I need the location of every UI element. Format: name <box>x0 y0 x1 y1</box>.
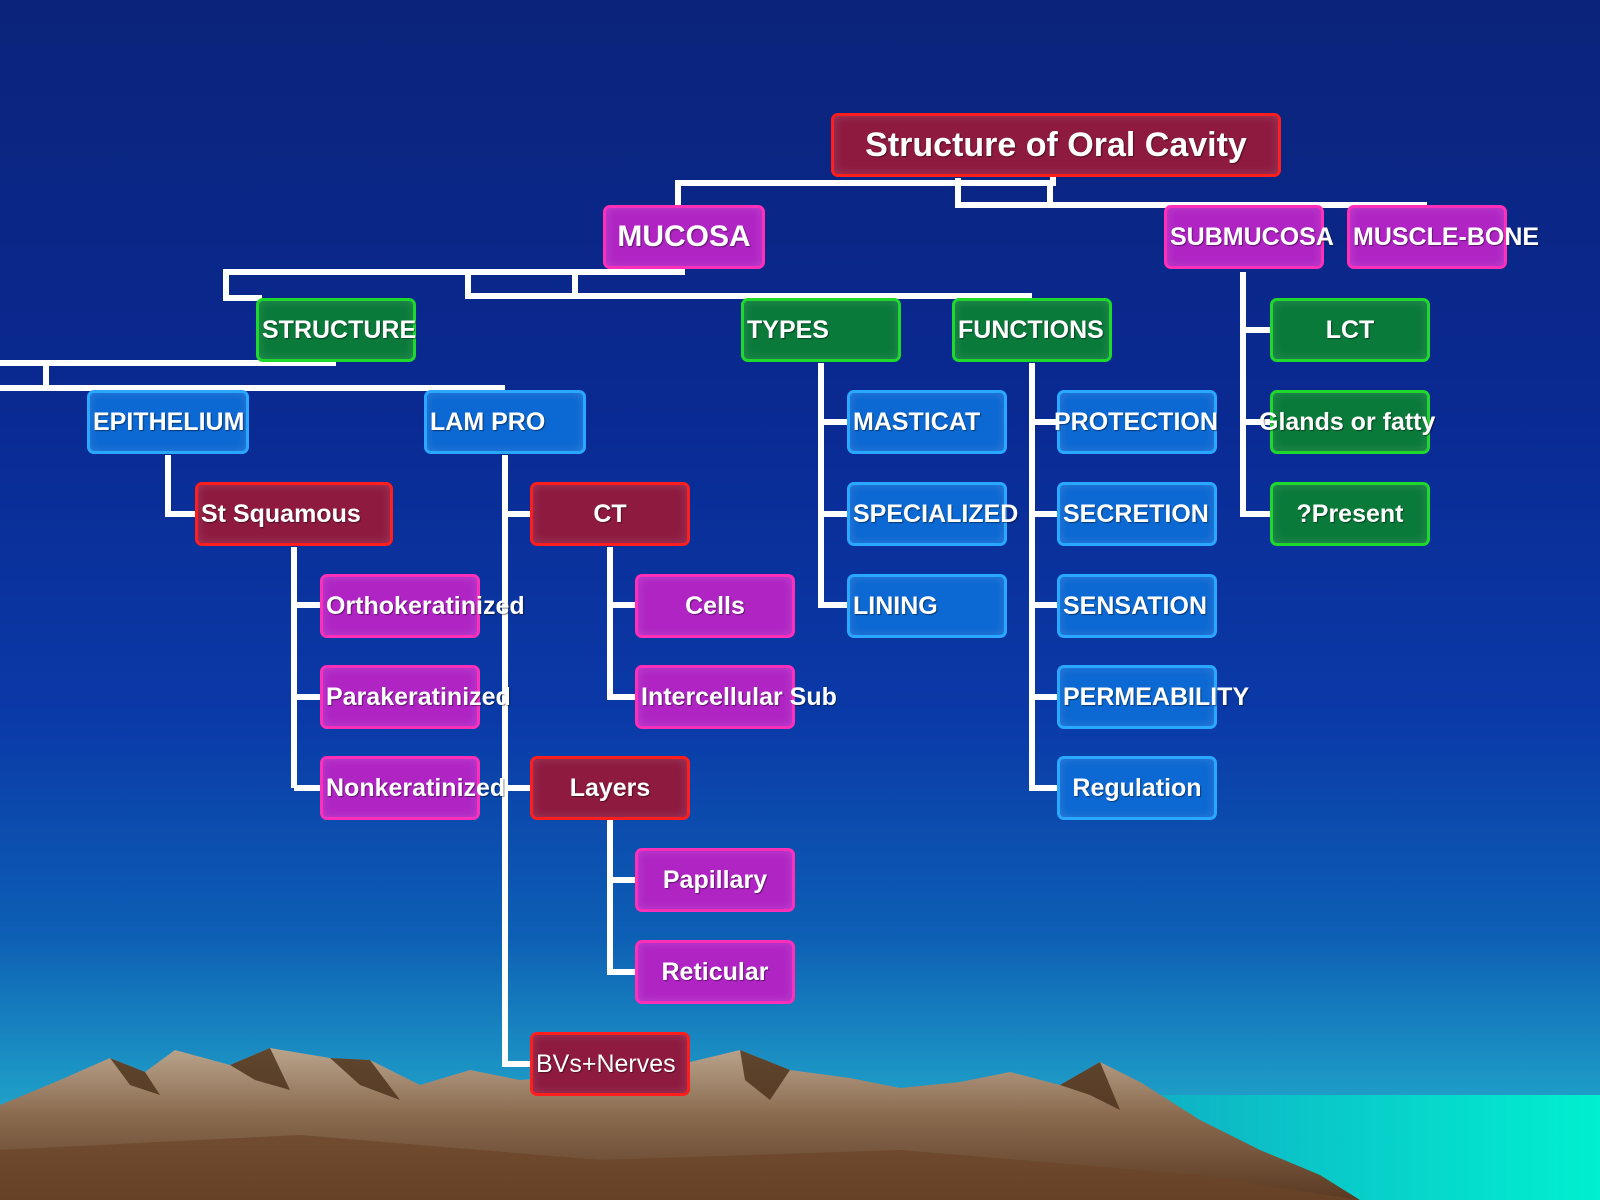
node-nonkeratinized: Nonkeratinized <box>320 756 505 820</box>
node-papillary: Papillary <box>635 848 795 912</box>
node-protection: PROTECTION <box>1054 390 1218 454</box>
node-regulation: Regulation <box>1057 756 1217 820</box>
node-epithelium: EPITHELIUM <box>87 390 249 454</box>
node-structure: STRUCTURE <box>256 298 416 362</box>
node-layers: Layers <box>530 756 690 820</box>
node-lining: LINING <box>847 574 1007 638</box>
node-glands-label: Glands or fatty <box>1259 407 1436 436</box>
node-present: ?Present <box>1270 482 1430 546</box>
node-masticat: MASTICAT <box>847 390 1007 454</box>
node-glands: Glands or fatty <box>1259 390 1435 454</box>
node-bvs-nerves: BVs+Nerves <box>530 1032 690 1096</box>
node-types: TYPES <box>741 298 901 362</box>
node-sensation-label: SENSATION <box>1063 591 1207 620</box>
node-lam-pro: LAM PRO <box>424 390 586 454</box>
node-mucosa-label: MUCOSA <box>617 220 751 253</box>
node-protection-label: PROTECTION <box>1054 407 1218 436</box>
node-parakeratinized-label: Parakeratinized <box>326 682 511 711</box>
node-cells-label: Cells <box>685 591 745 620</box>
node-epithelium-label: EPITHELIUM <box>93 407 245 436</box>
node-mucosa: MUCOSA <box>603 205 765 269</box>
node-permeability-label: PERMEABILITY <box>1063 682 1250 711</box>
node-ct-label: CT <box>593 499 627 528</box>
title-text: Structure of Oral Cavity <box>865 125 1247 164</box>
node-reticular-label: Reticular <box>661 957 769 986</box>
node-submucosa-label: SUBMUCOSA <box>1170 222 1334 251</box>
node-nonkeratinized-label: Nonkeratinized <box>326 773 506 802</box>
node-parakeratinized: Parakeratinized <box>320 665 511 729</box>
node-structure-label: STRUCTURE <box>262 315 417 344</box>
node-lct: LCT <box>1270 298 1430 362</box>
node-papillary-label: Papillary <box>662 865 768 894</box>
node-cells: Cells <box>635 574 795 638</box>
title-node: Structure of Oral Cavity <box>831 113 1281 177</box>
node-present-label: ?Present <box>1296 499 1404 528</box>
node-orthokeratinized: Orthokeratinized <box>320 574 525 638</box>
node-submucosa: SUBMUCOSA <box>1164 205 1334 269</box>
node-sensation: SENSATION <box>1057 574 1217 638</box>
node-secretion: SECRETION <box>1057 482 1217 546</box>
node-ct: CT <box>530 482 690 546</box>
node-layers-label: Layers <box>569 773 651 802</box>
node-orthokeratinized-label: Orthokeratinized <box>326 591 525 620</box>
node-lam-pro-label: LAM PRO <box>430 407 546 436</box>
node-st-squamous: St Squamous <box>195 482 393 546</box>
node-muscle-bone-label: MUSCLE-BONE <box>1353 222 1540 251</box>
node-muscle-bone: MUSCLE-BONE <box>1347 205 1539 269</box>
node-masticat-label: MASTICAT <box>853 407 981 436</box>
node-types-label: TYPES <box>747 315 829 344</box>
node-secretion-label: SECRETION <box>1063 499 1209 528</box>
node-intercellular-sub-label: Intercellular Sub <box>641 682 837 711</box>
node-permeability: PERMEABILITY <box>1057 665 1249 729</box>
node-intercellular-sub: Intercellular Sub <box>635 665 837 729</box>
node-lct-label: LCT <box>1325 315 1375 344</box>
node-functions: FUNCTIONS <box>952 298 1112 362</box>
node-st-squamous-label: St Squamous <box>201 499 361 528</box>
node-reticular: Reticular <box>635 940 795 1004</box>
node-bvs-nerves-label: BVs+Nerves <box>536 1049 676 1078</box>
node-functions-label: FUNCTIONS <box>958 315 1104 344</box>
node-specialized: SPECIALIZED <box>847 482 1018 546</box>
node-lining-label: LINING <box>853 591 938 620</box>
node-specialized-label: SPECIALIZED <box>853 499 1019 528</box>
node-regulation-label: Regulation <box>1072 773 1202 802</box>
